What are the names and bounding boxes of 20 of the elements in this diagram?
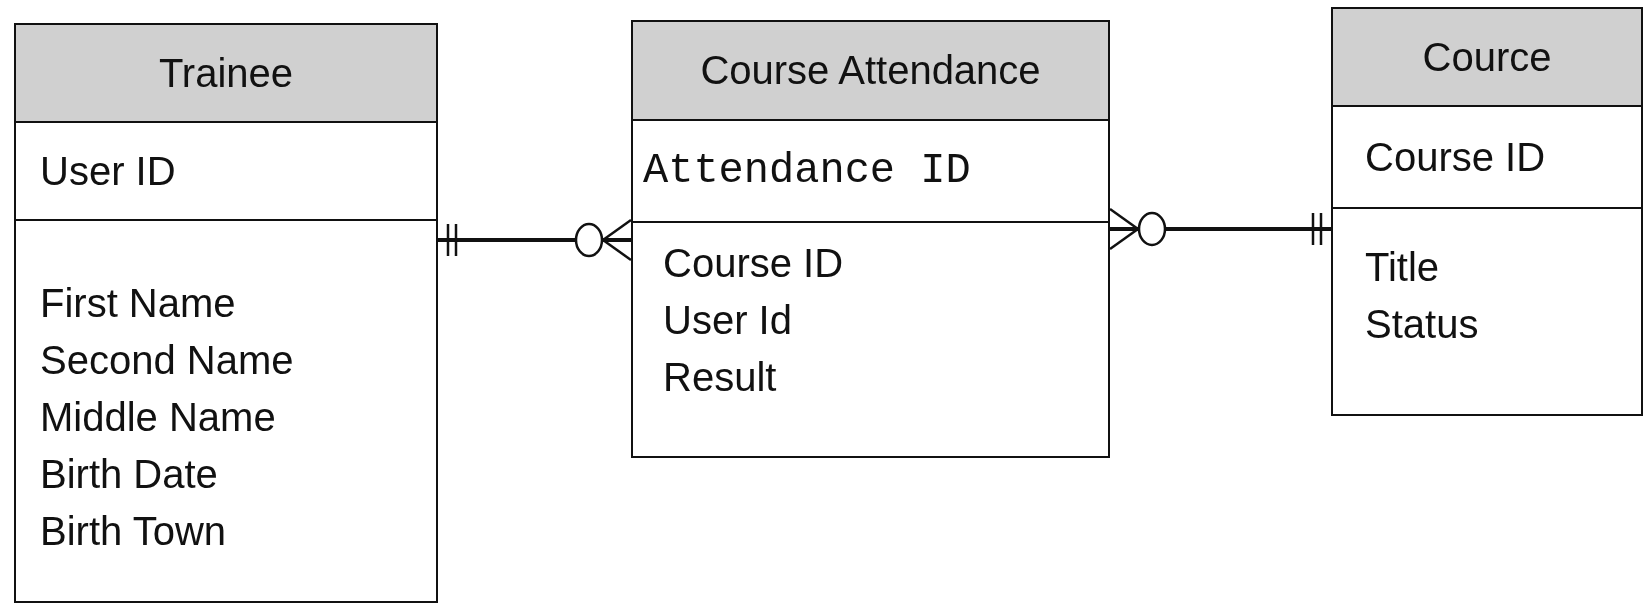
attribute-field: Birth Town <box>40 503 226 560</box>
attribute-field: Birth Date <box>40 446 218 503</box>
attribute-field: Title <box>1365 239 1440 296</box>
attribute-field: Middle Name <box>40 389 276 446</box>
primary-key-field: Attendance ID <box>643 142 971 200</box>
entity-title: Course Attendance <box>700 47 1041 94</box>
primary-key-field: Course ID <box>1365 128 1546 186</box>
attribute-field: Second Name <box>40 332 294 389</box>
relationship-line <box>438 218 633 262</box>
entity-title: Trainee <box>158 49 294 97</box>
primary-key-field: User ID <box>40 142 176 200</box>
attribute-field: Result <box>663 349 777 406</box>
entity-box <box>14 23 438 603</box>
attribute-field: User Id <box>663 292 792 349</box>
entity-box <box>631 20 1110 458</box>
attribute-field: Course ID <box>663 235 844 292</box>
entity-title: Cource <box>1422 33 1552 81</box>
attribute-field: First Name <box>40 275 236 332</box>
attribute-field: Status <box>1365 296 1479 353</box>
entity-box <box>1331 7 1643 416</box>
